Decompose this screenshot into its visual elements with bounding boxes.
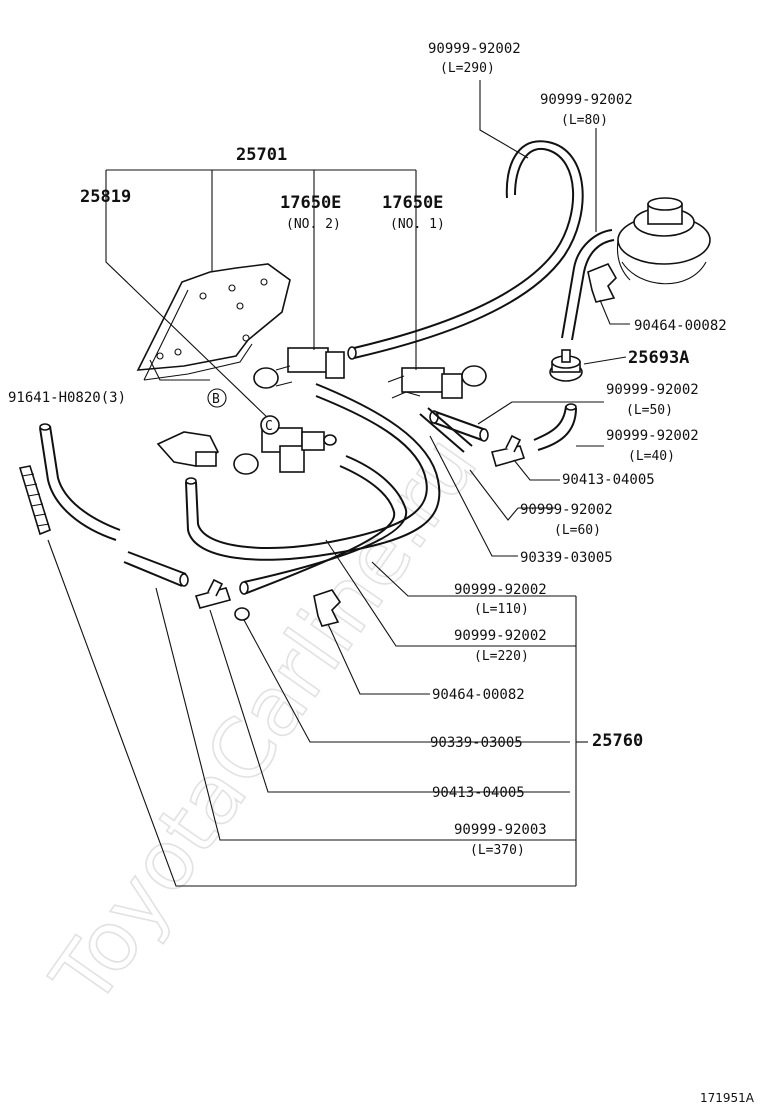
vsv-lower-drawing [233,427,337,475]
label-damper-25693a: 25693A [628,348,689,368]
label-clamp-top: 90464-00082 [634,318,727,334]
egr-valve-drawing [616,197,711,285]
label-hose-set-25760: 25760 [592,731,643,751]
vsv-no1-drawing [387,365,487,399]
drawing-code: 171951A [700,1091,755,1105]
label-assembly-25701: 25701 [236,145,287,165]
bracket-drawing [136,263,291,381]
tee-bottom-drawing [194,578,232,609]
vsv-no2-drawing [253,347,345,389]
label-hose-40: 90999-92002 [606,428,699,444]
hose-60-drawing [419,407,473,453]
label-ref-c: C [265,419,273,434]
label-tee-bottom: 90413-04005 [432,785,525,801]
hose-protector-drawing [18,465,51,536]
label-vsv-no1-sub: (NO. 1) [390,217,445,232]
label-hose-50: 90999-92002 [606,382,699,398]
label-tee-top: 90413-04005 [562,472,655,488]
label-vsv-no1: 17650E [382,193,443,213]
label-clamp-bottom: 90464-00082 [432,687,525,703]
watermark: ToyotaCarline.ru [34,419,496,1022]
sensor-drawing [156,431,220,467]
hose-40-drawing [533,403,577,451]
clamp-bottom-drawing [313,589,342,627]
label-hose-80-len: (L=80) [561,113,608,128]
label-hose-220: 90999-92002 [454,628,547,644]
label-hose-50-len: (L=50) [626,403,673,418]
label-vsv-no2: 17650E [280,193,341,213]
ref-b-marker: B [207,388,227,408]
damper-drawing [549,349,583,382]
label-bracket-25819: 25819 [80,187,131,207]
label-hose-370: 90999-92003 [454,822,547,838]
label-bolt-91641: 91641-H0820(3) [8,390,126,406]
hose-290-drawing [353,147,574,349]
tee-top-drawing [490,434,526,467]
label-ref-b: B [212,392,220,407]
label-hose-60: 90999-92002 [520,502,613,518]
label-vsv-no2-sub: (NO. 2) [286,217,341,232]
label-hose-370-len: (L=370) [470,843,525,858]
hose-110-drawing [239,455,408,595]
ref-c-marker: C [260,415,280,435]
label-hose-110-len: (L=110) [474,602,529,617]
label-hose-60-len: (L=60) [554,523,601,538]
label-hose-290: 90999-92002 [428,41,521,57]
label-hose-220-len: (L=220) [474,649,529,664]
label-plug-top: 90339-03005 [520,550,613,566]
label-hose-110: 90999-92002 [454,582,547,598]
hose-80-drawing [561,229,613,339]
clamp-top-drawing [587,262,617,303]
label-plug-bottom: 90339-03005 [430,735,523,751]
plug-bottom-drawing [234,607,250,621]
hose-370-drawing [39,423,189,587]
label-hose-290-len: (L=290) [440,61,495,76]
hose-50-drawing [429,410,489,442]
label-hose-40-len: (L=40) [628,449,675,464]
label-hose-80: 90999-92002 [540,92,633,108]
leader-lines [47,80,630,887]
